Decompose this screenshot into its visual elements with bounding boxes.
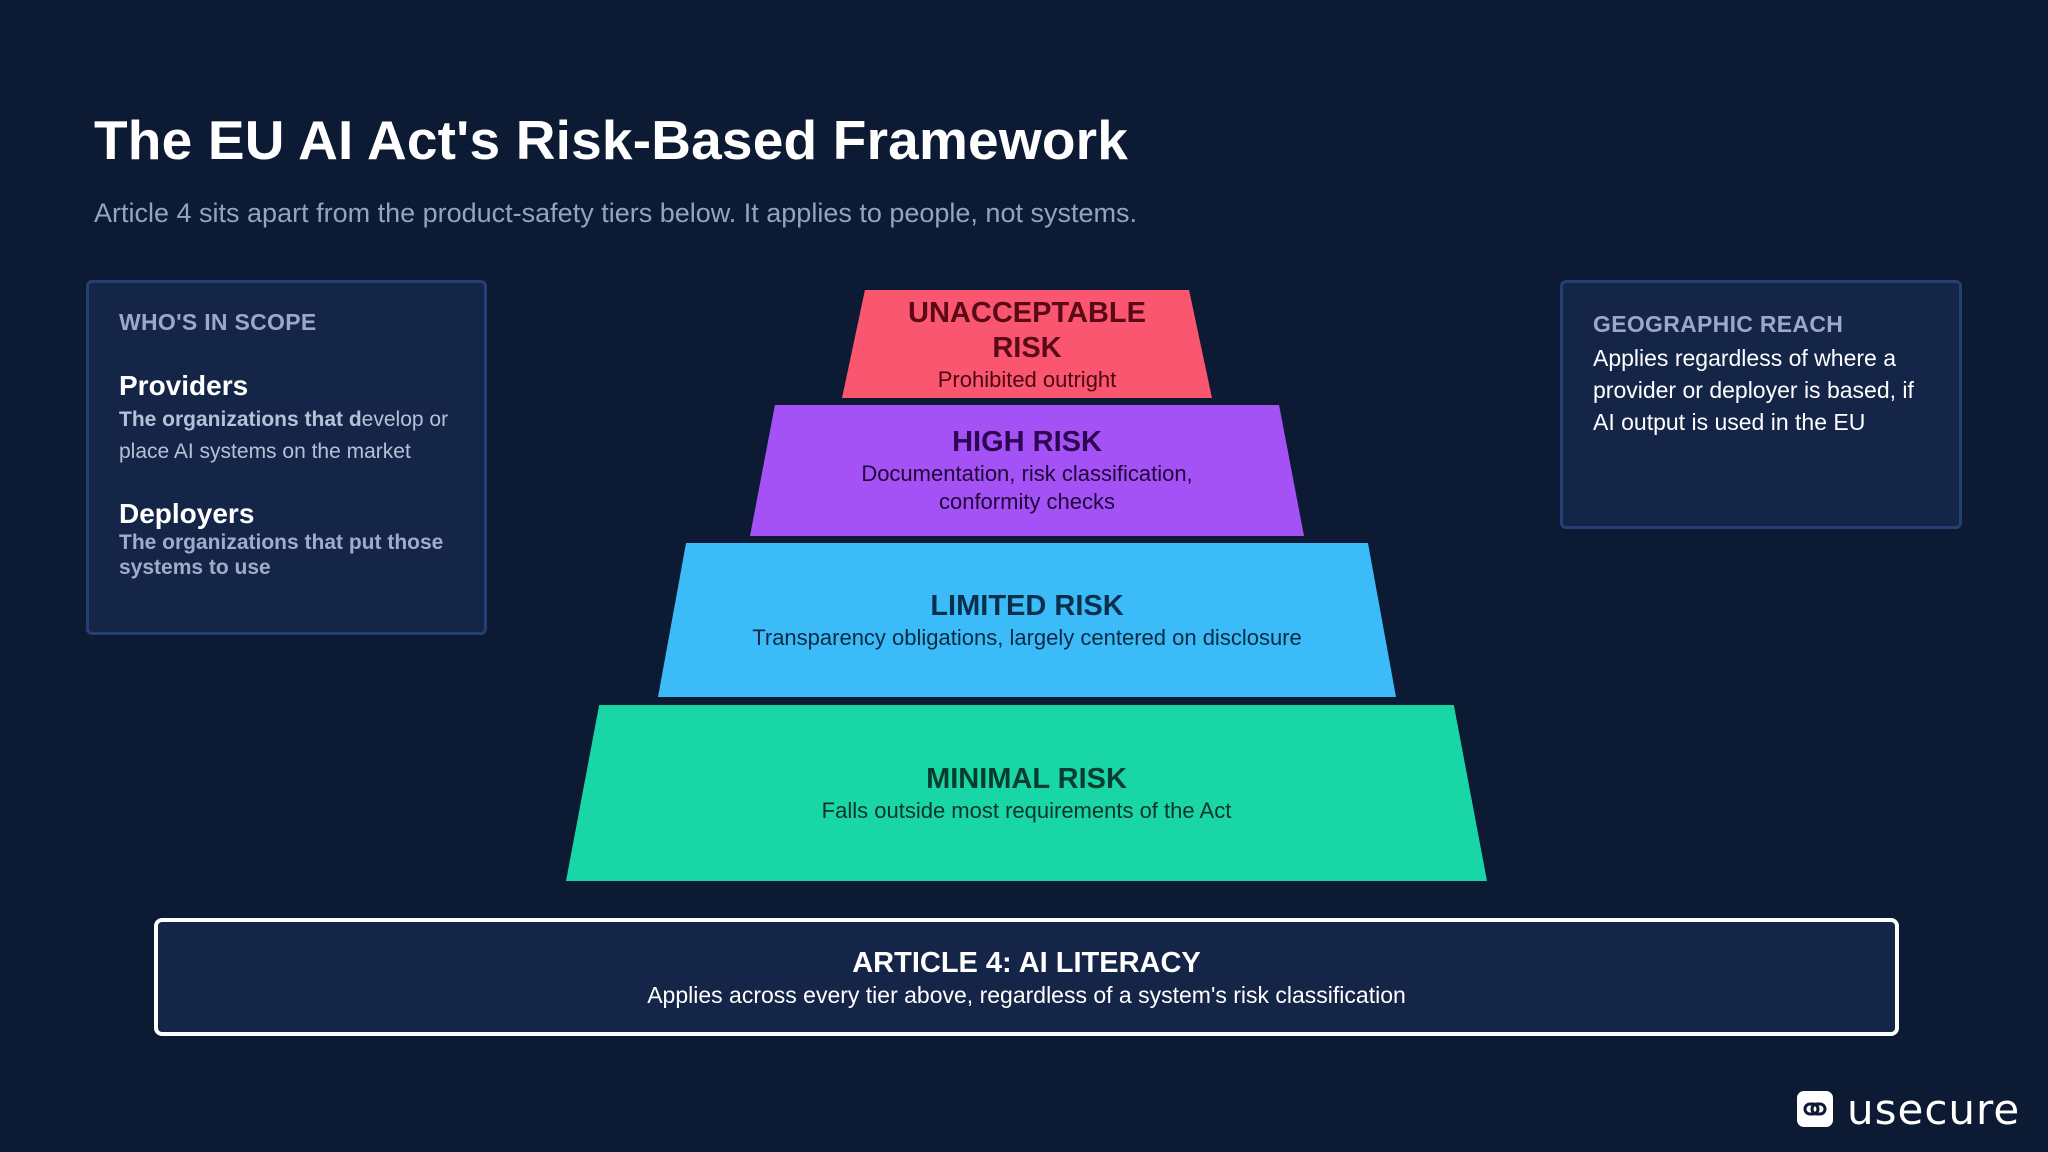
providers-description: The organizations that develop or place …: [119, 404, 454, 468]
tier-limited-risk: LIMITED RISK Transparency obligations, l…: [658, 543, 1396, 697]
tier-label: UNACCEPTABLE RISK: [908, 297, 1146, 364]
reach-panel: GEOGRAPHIC REACH Applies regardless of w…: [1560, 280, 1962, 529]
scope-heading: WHO'S IN SCOPE: [119, 309, 317, 335]
tier-minimal-risk: MINIMAL RISK Falls outside most requirem…: [566, 705, 1487, 881]
article4-description: Applies across every tier above, regardl…: [647, 982, 1406, 1008]
tier-label: HIGH RISK: [952, 426, 1102, 458]
tier-label: LIMITED RISK: [930, 589, 1124, 622]
reach-body: Applies regardless of where a provider o…: [1593, 345, 1914, 435]
tier-unacceptable-risk: UNACCEPTABLE RISK Prohibited outright: [842, 290, 1212, 398]
tier-label: MINIMAL RISK: [926, 762, 1127, 795]
page-title: The EU AI Act's Risk-Based Framework: [94, 109, 1129, 171]
article4-title: ARTICLE 4: AI LITERACY: [852, 947, 1201, 979]
tier-description: Transparency obligations, largely center…: [752, 624, 1302, 650]
usecure-link-icon: [1797, 1091, 1833, 1127]
brand-logo: usecure: [1797, 1084, 2020, 1134]
page-subtitle: Article 4 sits apart from the product-sa…: [94, 198, 1137, 228]
providers-description-rest: evelop or place AI systems on the market: [119, 408, 449, 463]
reach-heading: GEOGRAPHIC REACH: [1593, 311, 1844, 337]
providers-title: Providers: [119, 370, 249, 401]
tier-description: Falls outside most requirements of the A…: [821, 797, 1232, 823]
deployers-description: The organizations that put those systems…: [119, 531, 444, 579]
tier-high-risk: HIGH RISK Documentation, risk classifica…: [750, 405, 1304, 536]
tier-description: Prohibited outright: [937, 367, 1117, 392]
providers-block: Providers The organizations that develop…: [119, 370, 454, 468]
deployers-title: Deployers: [119, 498, 255, 529]
deployers-block: Deployers The organizations that put tho…: [119, 498, 454, 580]
tier-description: Documentation, risk classification, conf…: [861, 461, 1193, 514]
providers-description-bold: The organizations that d: [119, 408, 362, 431]
article4-bar: ARTICLE 4: AI LITERACY Applies across ev…: [154, 918, 1899, 1036]
brand-name: usecure: [1847, 1084, 2021, 1134]
scope-panel: WHO'S IN SCOPE Providers The organizatio…: [86, 280, 487, 635]
